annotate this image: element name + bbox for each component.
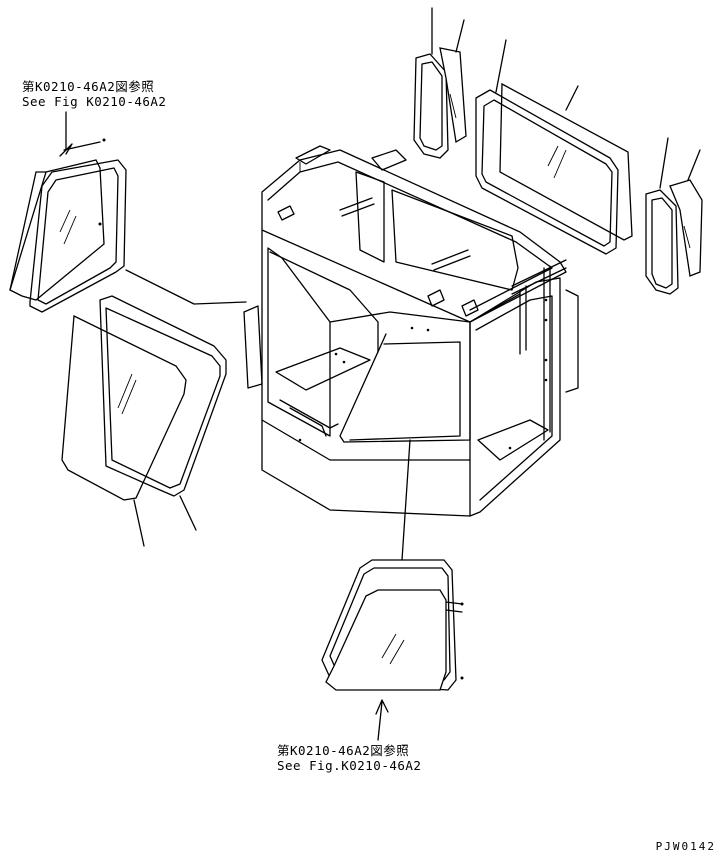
bottom-front-window — [321, 439, 464, 741]
top-rear-window — [475, 39, 633, 255]
left-door-window — [61, 269, 247, 547]
right-side-window — [645, 137, 703, 295]
note-top-en: See Fig K0210-46A2 — [22, 94, 167, 109]
reference-note-bottom: 第K0210-46A2図参照 See Fig.K0210-46A2 — [277, 743, 421, 773]
drawing-code: PJW0142 — [655, 840, 716, 853]
top-small-window — [413, 7, 467, 159]
cab-frame — [243, 145, 579, 517]
note-bottom-en: See Fig.K0210-46A2 — [277, 758, 422, 773]
note-bottom-jp: 第K0210-46A2図参照 — [277, 743, 410, 758]
note-top-jp: 第K0210-46A2図参照 — [22, 79, 155, 94]
top-left-window — [9, 138, 127, 313]
reference-note-top: 第K0210-46A2図参照 See Fig K0210-46A2 — [22, 79, 166, 109]
